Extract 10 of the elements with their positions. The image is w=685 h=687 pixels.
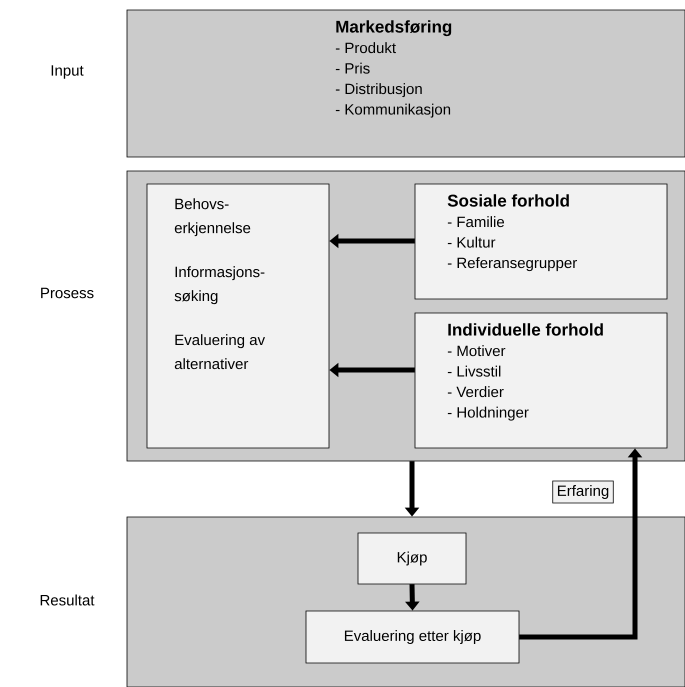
stage-label: Prosess <box>41 288 94 298</box>
factor-box: Sosiale forhold - Familie - Kultur - Referansegrupper <box>414 184 668 300</box>
stage-label: Input <box>52 65 84 79</box>
stage-label: Resultat <box>40 594 94 606</box>
process-box: Kjøp <box>358 532 466 584</box>
edge-label: Erfaring <box>552 480 614 504</box>
input-band: Markedsføring - Produkt - Pris - Distribusjon - Kommunikasjon <box>126 10 685 158</box>
process-box: Evaluering etter kjøp <box>306 610 520 664</box>
stage-box: Behovs- erkjennelse Informasjons- søking Evaluering av alternativer <box>146 184 330 448</box>
factor-box: Individuelle forhold - Motiver - Livsstil - Verdier - Holdninger <box>414 312 668 448</box>
